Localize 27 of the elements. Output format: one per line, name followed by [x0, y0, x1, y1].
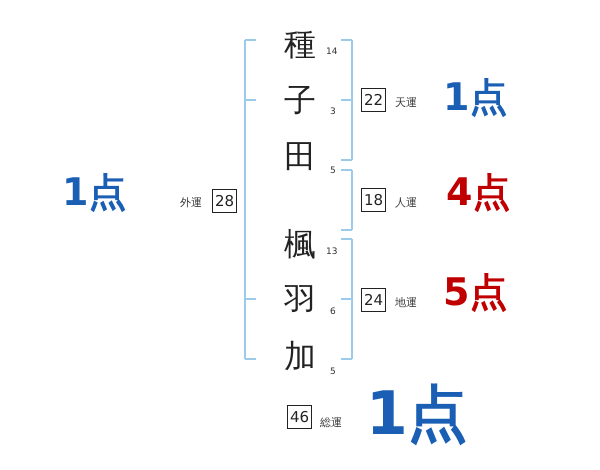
fortune-label: 外運 — [180, 197, 202, 208]
score-text: 1点 — [443, 78, 508, 116]
stroke-count: 6 — [330, 308, 336, 317]
fortune-label: 天運 — [395, 97, 417, 108]
stroke-count: 3 — [330, 108, 336, 117]
score-text: 4点 — [446, 173, 510, 211]
score-text: 1点 — [366, 384, 468, 444]
name-character: 田 — [284, 140, 316, 172]
total-box: 28 — [212, 189, 237, 213]
name-character: 子 — [284, 84, 316, 116]
stroke-count: 5 — [330, 368, 336, 377]
fortune-label: 総運 — [320, 417, 342, 428]
fortune-label: 地運 — [395, 297, 417, 308]
score-text: 5点 — [443, 273, 508, 311]
total-box: 18 — [361, 188, 386, 212]
total-box: 24 — [361, 288, 386, 312]
total-box: 22 — [361, 88, 386, 112]
fortune-label: 人運 — [395, 197, 417, 208]
name-character: 楓 — [284, 228, 316, 260]
name-character: 加 — [284, 340, 316, 372]
stroke-count: 13 — [326, 248, 338, 257]
total-box: 46 — [287, 405, 312, 429]
name-character: 種 — [284, 28, 316, 60]
stroke-count: 5 — [330, 167, 336, 176]
stroke-count: 14 — [326, 48, 338, 57]
name-character: 羽 — [284, 283, 316, 315]
score-text: 1点 — [62, 173, 126, 211]
